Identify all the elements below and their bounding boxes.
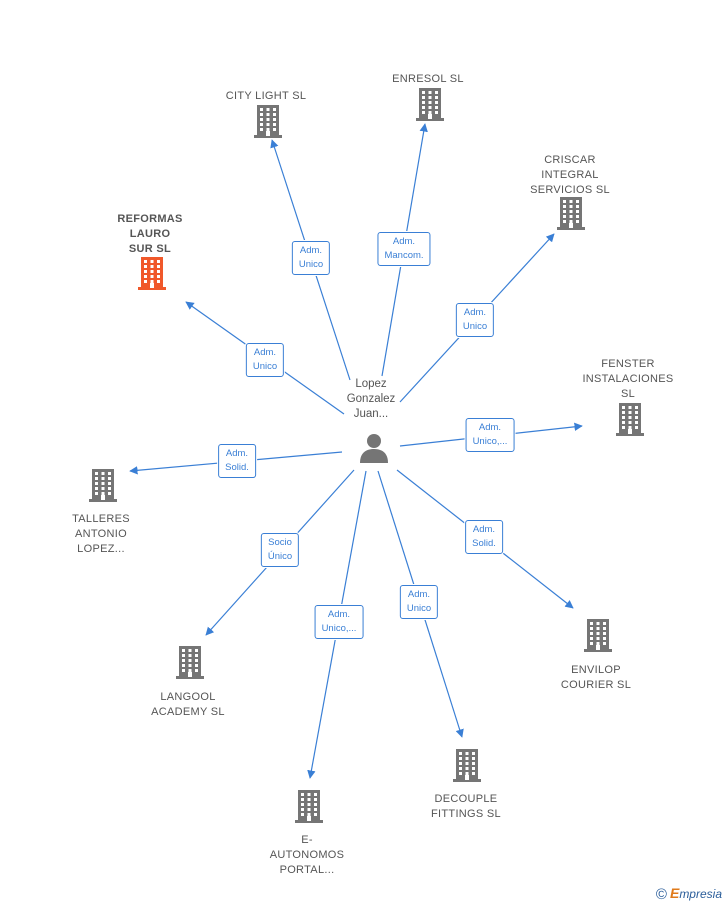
building-icon[interactable]	[253, 102, 283, 138]
relation-badge-decouple[interactable]: Adm. Unico	[399, 585, 439, 619]
building-icon[interactable]	[452, 746, 482, 782]
relation-badge-langool[interactable]: Socio Único	[260, 533, 300, 567]
building-icon[interactable]	[583, 616, 613, 652]
building-icon[interactable]	[88, 466, 118, 502]
company-name-reformas[interactable]: REFORMAS LAURO SUR SL	[117, 213, 183, 255]
company-name-enresol[interactable]: ENRESOL SL	[392, 73, 464, 85]
building-icon[interactable]	[556, 194, 586, 230]
center-person-name[interactable]: Lopez Gonzalez Juan...	[346, 378, 396, 420]
copyright-icon: ©	[655, 886, 667, 903]
company-name-city-light[interactable]: CITY LIGHT SL	[225, 90, 307, 102]
brand-name: mpresia	[679, 887, 722, 901]
company-name-e-autonomos[interactable]: E- AUTONOMOS PORTAL...	[269, 834, 345, 876]
relation-badge-enresol[interactable]: Adm. Mancom.	[377, 232, 431, 266]
relation-badge-talleres[interactable]: Adm. Solid.	[218, 444, 256, 478]
building-icon[interactable]	[415, 85, 445, 121]
building-icon[interactable]	[175, 643, 205, 679]
company-name-envilop[interactable]: ENVILOP COURIER SL	[560, 664, 632, 691]
building-icon[interactable]	[137, 254, 167, 290]
company-name-langool[interactable]: LANGOOL ACADEMY SL	[151, 691, 225, 718]
company-name-criscar[interactable]: CRISCAR INTEGRAL SERVICIOS SL	[530, 154, 610, 196]
company-name-decouple[interactable]: DECOUPLE FITTINGS SL	[431, 793, 501, 820]
relation-badge-reformas[interactable]: Adm. Unico	[245, 343, 285, 377]
relation-badge-e-autonomos[interactable]: Adm. Unico,...	[314, 605, 364, 639]
brand-initial: E	[669, 885, 680, 901]
relation-badge-envilop[interactable]: Adm. Solid.	[465, 520, 503, 554]
relation-badge-city-light[interactable]: Adm. Unico	[291, 241, 331, 275]
relation-badge-fenster[interactable]: Adm. Unico,...	[465, 418, 515, 452]
relation-badge-criscar[interactable]: Adm. Unico	[455, 303, 495, 337]
person-icon[interactable]	[359, 432, 389, 464]
company-name-talleres[interactable]: TALLERES ANTONIO LOPEZ...	[72, 513, 130, 555]
footer-brand: ©Empresia	[656, 885, 722, 903]
company-name-fenster[interactable]: FENSTER INSTALACIONES SL	[582, 358, 674, 400]
building-icon[interactable]	[615, 400, 645, 436]
building-icon[interactable]	[294, 787, 324, 823]
